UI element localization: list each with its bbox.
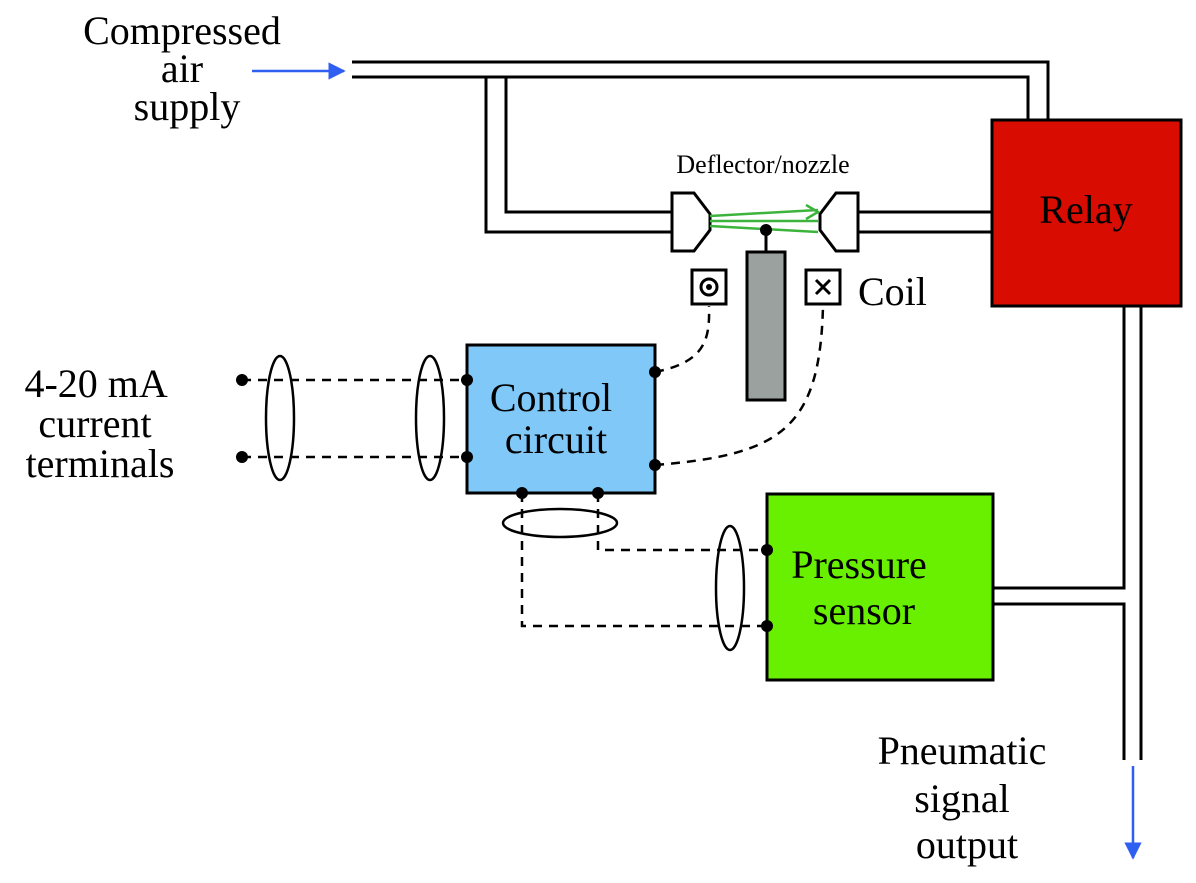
coil-wire-left bbox=[654, 305, 711, 374]
control-sensor-right bbox=[592, 487, 604, 499]
control-coil-out-top bbox=[649, 366, 661, 378]
pressure-sensor-label: Pressure sensor bbox=[791, 542, 937, 633]
cross-in-square-icon bbox=[804, 268, 842, 306]
current-terminal-negative[interactable] bbox=[236, 451, 248, 463]
sensor-feed-pipe bbox=[993, 602, 1126, 760]
receiver-nozzle bbox=[818, 191, 860, 253]
sensor-wire-inner bbox=[596, 493, 767, 552]
sensor-input-top bbox=[761, 544, 773, 556]
coil-label: Coil bbox=[858, 269, 927, 314]
air-supply-pipes bbox=[352, 60, 1050, 234]
terminal-ring-right bbox=[414, 354, 446, 482]
terminal-dots bbox=[236, 366, 773, 632]
nozzle-feed-outer bbox=[484, 77, 672, 234]
sensor-ring bbox=[714, 524, 746, 652]
cable-rings bbox=[264, 354, 746, 652]
control-sensor-left bbox=[516, 487, 528, 499]
dot-in-square-icon bbox=[690, 268, 728, 306]
armature-pivot bbox=[760, 224, 772, 236]
control-coil-out-bottom bbox=[649, 459, 661, 471]
sensor-wire-outer bbox=[520, 493, 767, 628]
deflector-nozzle-label: Deflector/nozzle bbox=[676, 150, 849, 179]
pneumatic-output-label: Pneumatic signal output bbox=[878, 728, 1057, 867]
nozzle-feed-inner bbox=[504, 77, 672, 214]
air-supply-label: Compressed air supply bbox=[83, 8, 291, 129]
control-circuit-box bbox=[465, 343, 657, 495]
jet-line-1 bbox=[709, 208, 819, 218]
control-circuit-label: Control circuit bbox=[490, 375, 622, 462]
jet-arrow-tip bbox=[805, 203, 821, 221]
deflector-nozzle bbox=[670, 191, 712, 253]
output-pipes bbox=[993, 306, 1143, 760]
control-bottom-ring bbox=[501, 507, 619, 539]
control-input-top bbox=[461, 374, 473, 386]
pressure-sensor-box bbox=[765, 492, 995, 682]
supply-pipe-inner bbox=[352, 75, 1030, 120]
output-pipe-left bbox=[993, 306, 1126, 590]
current-terminal-positive[interactable] bbox=[236, 374, 248, 386]
relay-label: Relay bbox=[1039, 187, 1132, 232]
relay-box bbox=[990, 118, 1183, 308]
coil-wire-right bbox=[654, 305, 825, 467]
supply-pipe-outer bbox=[352, 60, 1050, 120]
armature bbox=[745, 250, 787, 402]
terminal-ring-left bbox=[264, 354, 296, 482]
control-input-bottom bbox=[461, 451, 473, 463]
current-terminals-label: 4-20 mA current terminals bbox=[24, 361, 175, 486]
sensor-input-bottom bbox=[761, 620, 773, 632]
